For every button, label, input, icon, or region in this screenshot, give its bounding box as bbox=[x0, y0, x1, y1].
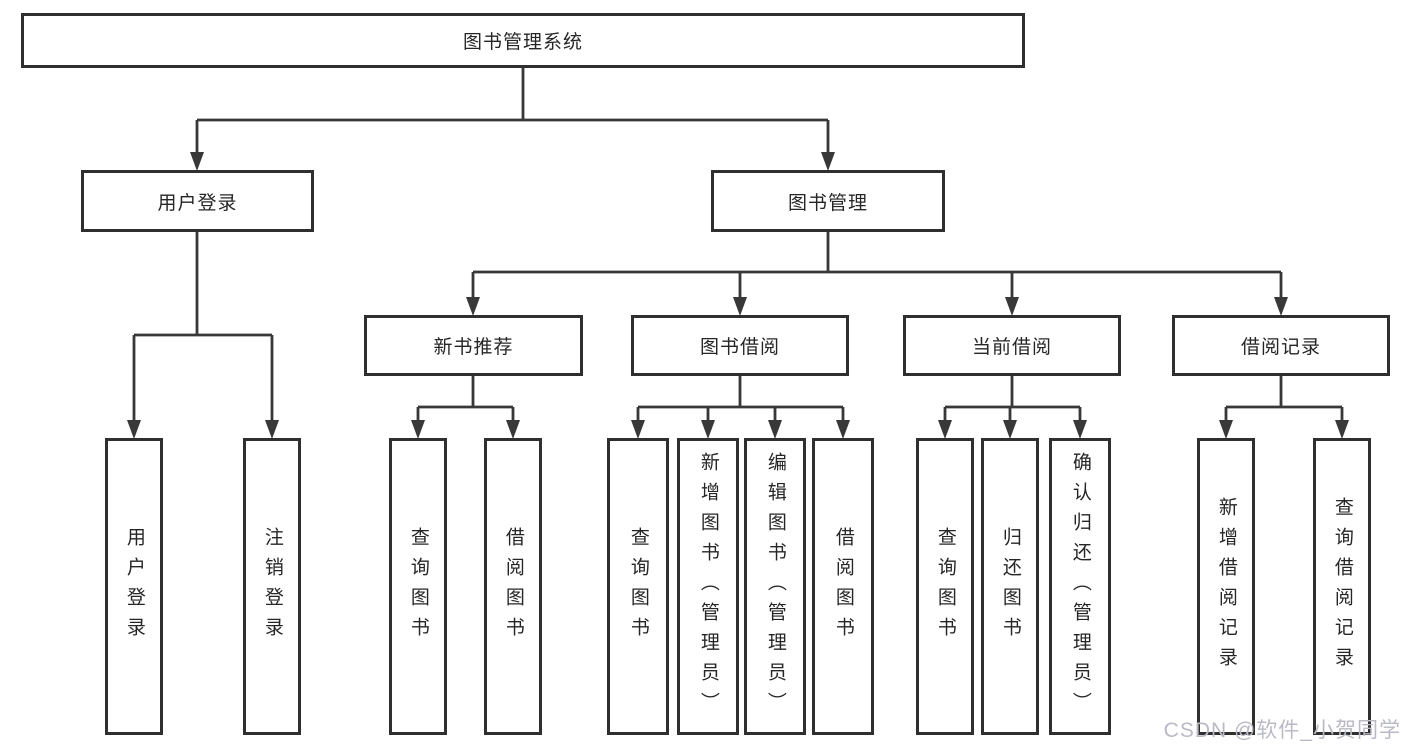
node-label: 新增借阅记录 bbox=[1215, 496, 1237, 677]
node-label: 编辑图书（管理员） bbox=[764, 451, 786, 722]
node-label: 新增图书（管理员） bbox=[697, 451, 719, 722]
node-user-login: 用户登录 bbox=[81, 170, 314, 232]
node-borrowing-records: 借阅记录 bbox=[1172, 315, 1390, 376]
leaf-query-borrow-record: 查询借阅记录 bbox=[1313, 438, 1371, 735]
node-label: 用户登录 bbox=[157, 192, 238, 214]
node-label: 借阅记录 bbox=[1240, 337, 1321, 358]
leaf-logout: 注销登录 bbox=[243, 438, 301, 735]
node-label: 图书管理 bbox=[787, 192, 868, 214]
leaf-add-borrow-record: 新增借阅记录 bbox=[1197, 438, 1255, 735]
csdn-watermark: CSDN @软件_小贺同学 bbox=[1163, 719, 1401, 742]
node-label: 查询图书 bbox=[934, 526, 956, 647]
leaf-borrow-books-recommend: 借阅图书 bbox=[484, 438, 542, 735]
node-label: 图书管理系统 bbox=[462, 32, 583, 53]
leaf-add-books-admin: 新增图书（管理员） bbox=[677, 438, 739, 735]
leaf-return-books: 归还图书 bbox=[981, 438, 1039, 735]
leaf-query-books-current: 查询图书 bbox=[916, 438, 974, 735]
node-label: 新书推荐 bbox=[433, 337, 514, 358]
node-label: 查询图书 bbox=[407, 526, 429, 647]
node-label: 确认归还（管理员） bbox=[1069, 451, 1091, 722]
node-label: 当前借阅 bbox=[971, 337, 1052, 358]
node-book-borrowing: 图书借阅 bbox=[631, 315, 849, 376]
node-label: 归还图书 bbox=[999, 526, 1021, 647]
node-label: 查询借阅记录 bbox=[1331, 496, 1353, 677]
leaf-query-books-borrow: 查询图书 bbox=[607, 438, 669, 735]
node-library-management-system: 图书管理系统 bbox=[21, 13, 1025, 68]
node-label: 借阅图书 bbox=[502, 526, 524, 647]
node-label: 图书借阅 bbox=[699, 337, 780, 358]
leaf-borrow-books: 借阅图书 bbox=[812, 438, 874, 735]
node-new-book-recommendation: 新书推荐 bbox=[364, 315, 583, 376]
leaf-user-login: 用户登录 bbox=[105, 438, 163, 735]
node-label: 注销登录 bbox=[261, 526, 283, 647]
leaf-query-books-recommend: 查询图书 bbox=[389, 438, 447, 735]
node-label: 查询图书 bbox=[627, 526, 649, 647]
node-label: 借阅图书 bbox=[832, 526, 854, 647]
node-current-borrowing: 当前借阅 bbox=[903, 315, 1121, 376]
node-book-management: 图书管理 bbox=[711, 170, 945, 232]
node-label: 用户登录 bbox=[123, 526, 145, 647]
leaf-confirm-return-admin: 确认归还（管理员） bbox=[1049, 438, 1111, 735]
leaf-edit-books-admin: 编辑图书（管理员） bbox=[744, 438, 806, 735]
